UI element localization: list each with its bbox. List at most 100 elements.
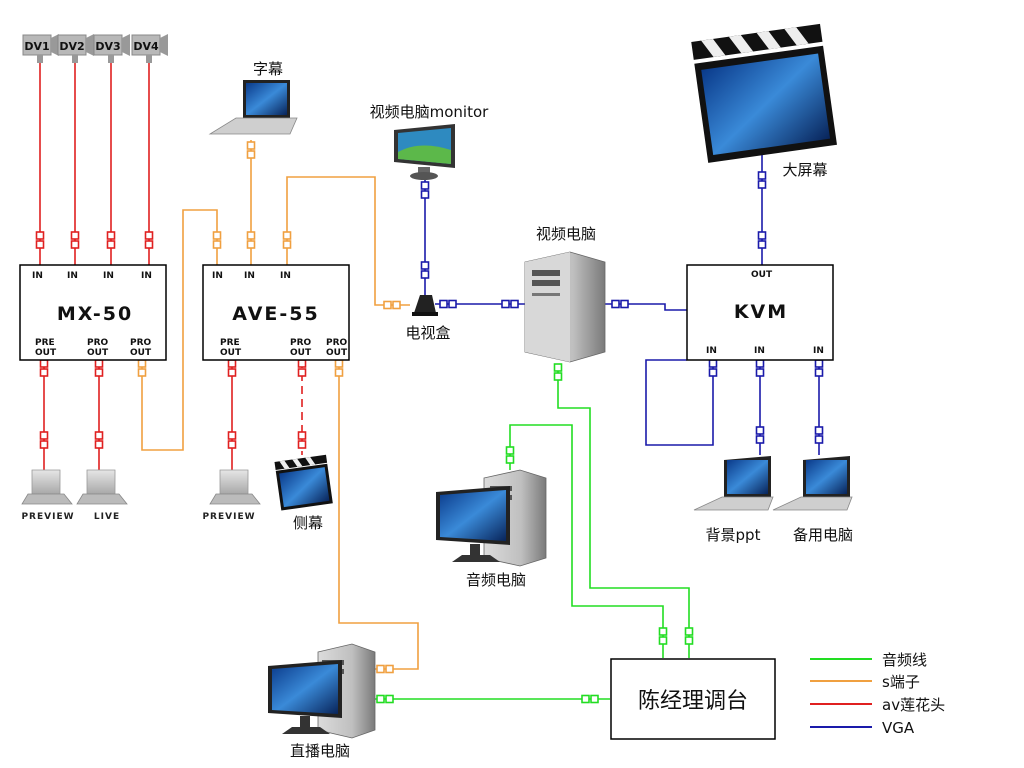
- cable-videopc-console: [557, 368, 690, 658]
- cable-connector: [684, 636, 694, 645]
- cable-connector: [590, 694, 599, 704]
- broadcast-pc: 直播电脑: [268, 643, 376, 760]
- cable-connector: [420, 261, 430, 270]
- cable-connector: [392, 300, 401, 310]
- cable-connector: [144, 231, 154, 240]
- video-monitor-label: 视频电脑monitor: [370, 103, 490, 121]
- cable-connector: [553, 363, 563, 372]
- cable-connector: [144, 240, 154, 249]
- cable-connector: [246, 150, 256, 159]
- svg-text:IN: IN: [32, 271, 43, 281]
- preview-label-1: PREVIEW: [21, 512, 74, 522]
- mx50-name: MX-50: [57, 303, 133, 325]
- cable-connector: [708, 359, 718, 368]
- video-monitor: 视频电脑monitor: [370, 103, 490, 180]
- cable-connector: [757, 240, 767, 249]
- kvm-name: KVM: [734, 301, 788, 323]
- audio-pc-label: 音频电脑: [466, 571, 526, 589]
- camera-dv1: DV1: [22, 34, 59, 63]
- cable-connector: [70, 231, 80, 240]
- cable-connector: [39, 359, 49, 368]
- svg-text:OUT: OUT: [87, 348, 109, 358]
- cable-connector: [137, 368, 147, 377]
- cable-connector: [383, 300, 392, 310]
- camera-group: DV1 DV2 DV3 DV4: [22, 34, 168, 63]
- camera-label: DV2: [59, 40, 84, 53]
- cable-connector: [553, 372, 563, 381]
- cable-connector: [246, 141, 256, 150]
- cable-connector: [246, 231, 256, 240]
- cable-connector: [94, 368, 104, 377]
- svg-text:IN: IN: [141, 271, 152, 281]
- cable-connector: [814, 435, 824, 444]
- cable-connector: [420, 181, 430, 190]
- video-pc-tower: 视频电脑: [524, 225, 606, 363]
- live-laptop: LIVE: [76, 469, 128, 522]
- svg-text:IN: IN: [67, 271, 78, 281]
- svg-text:PRO: PRO: [290, 338, 312, 348]
- console-desk[interactable]: 陈经理调台: [610, 658, 776, 740]
- cable-connector: [39, 368, 49, 377]
- cable-connector: [755, 359, 765, 368]
- svg-text:OUT: OUT: [130, 348, 152, 358]
- side-screen-label: 侧幕: [293, 514, 323, 532]
- cable-connector: [137, 359, 147, 368]
- side-screen-clapper: 侧幕: [274, 454, 333, 532]
- svg-text:OUT: OUT: [220, 348, 242, 358]
- legend-label-vga: VGA: [882, 719, 915, 737]
- cable-connector: [757, 231, 767, 240]
- svg-text:OUT: OUT: [326, 348, 348, 358]
- cable-kvm-in1: [645, 359, 714, 446]
- svg-text:PRO: PRO: [326, 338, 348, 348]
- cable-connector: [227, 368, 237, 377]
- cable-connector: [70, 240, 80, 249]
- cable-connector: [39, 431, 49, 440]
- svg-text:IN: IN: [706, 346, 717, 356]
- cable-connector: [94, 359, 104, 368]
- cable-connector: [439, 299, 448, 309]
- ave55-name: AVE-55: [232, 303, 319, 325]
- camera-dv4: DV4: [131, 34, 168, 63]
- svg-text:IN: IN: [280, 271, 291, 281]
- svg-text:PRE: PRE: [35, 338, 55, 348]
- cable-connector: [94, 431, 104, 440]
- caption-label: 字幕: [253, 60, 283, 78]
- cable-connector: [510, 299, 519, 309]
- legend-label-audio: 音频线: [882, 651, 927, 669]
- svg-text:IN: IN: [103, 271, 114, 281]
- cable-connector: [658, 636, 668, 645]
- cable-connector: [385, 694, 394, 704]
- svg-text:IN: IN: [813, 346, 824, 356]
- cable-connector: [282, 240, 292, 249]
- cable-audiopc-console: [509, 424, 664, 658]
- bg-ppt-label: 背景ppt: [706, 526, 761, 544]
- backup-laptop: 备用电脑: [772, 456, 853, 544]
- cable-connector: [106, 231, 116, 240]
- cable-connector: [757, 180, 767, 189]
- backup-pc-label: 备用电脑: [793, 526, 853, 544]
- cable-connector: [212, 240, 222, 249]
- camera-label: DV1: [24, 40, 49, 53]
- cable-mx50-ave55: [141, 209, 218, 451]
- kvm-switch[interactable]: OUT KVM IN IN IN: [686, 264, 834, 361]
- cable-connector: [755, 435, 765, 444]
- camera-label: DV3: [95, 40, 120, 53]
- cable-connector: [297, 431, 307, 440]
- preview-laptop-1: PREVIEW: [21, 469, 74, 522]
- camera-dv3: DV3: [93, 34, 130, 63]
- audio-pc: 音频电脑: [436, 469, 547, 589]
- console-name: 陈经理调台: [638, 689, 748, 714]
- cable-connector: [35, 231, 45, 240]
- cable-connector: [420, 270, 430, 279]
- cable-connector: [581, 694, 590, 704]
- cable-connector: [35, 240, 45, 249]
- svg-text:PRO: PRO: [87, 338, 109, 348]
- cable-connector: [448, 299, 457, 309]
- camera-label: DV4: [133, 40, 159, 53]
- cable-connector: [658, 627, 668, 636]
- cable-connector: [684, 627, 694, 636]
- cable-connector: [227, 440, 237, 449]
- cable-connector: [106, 240, 116, 249]
